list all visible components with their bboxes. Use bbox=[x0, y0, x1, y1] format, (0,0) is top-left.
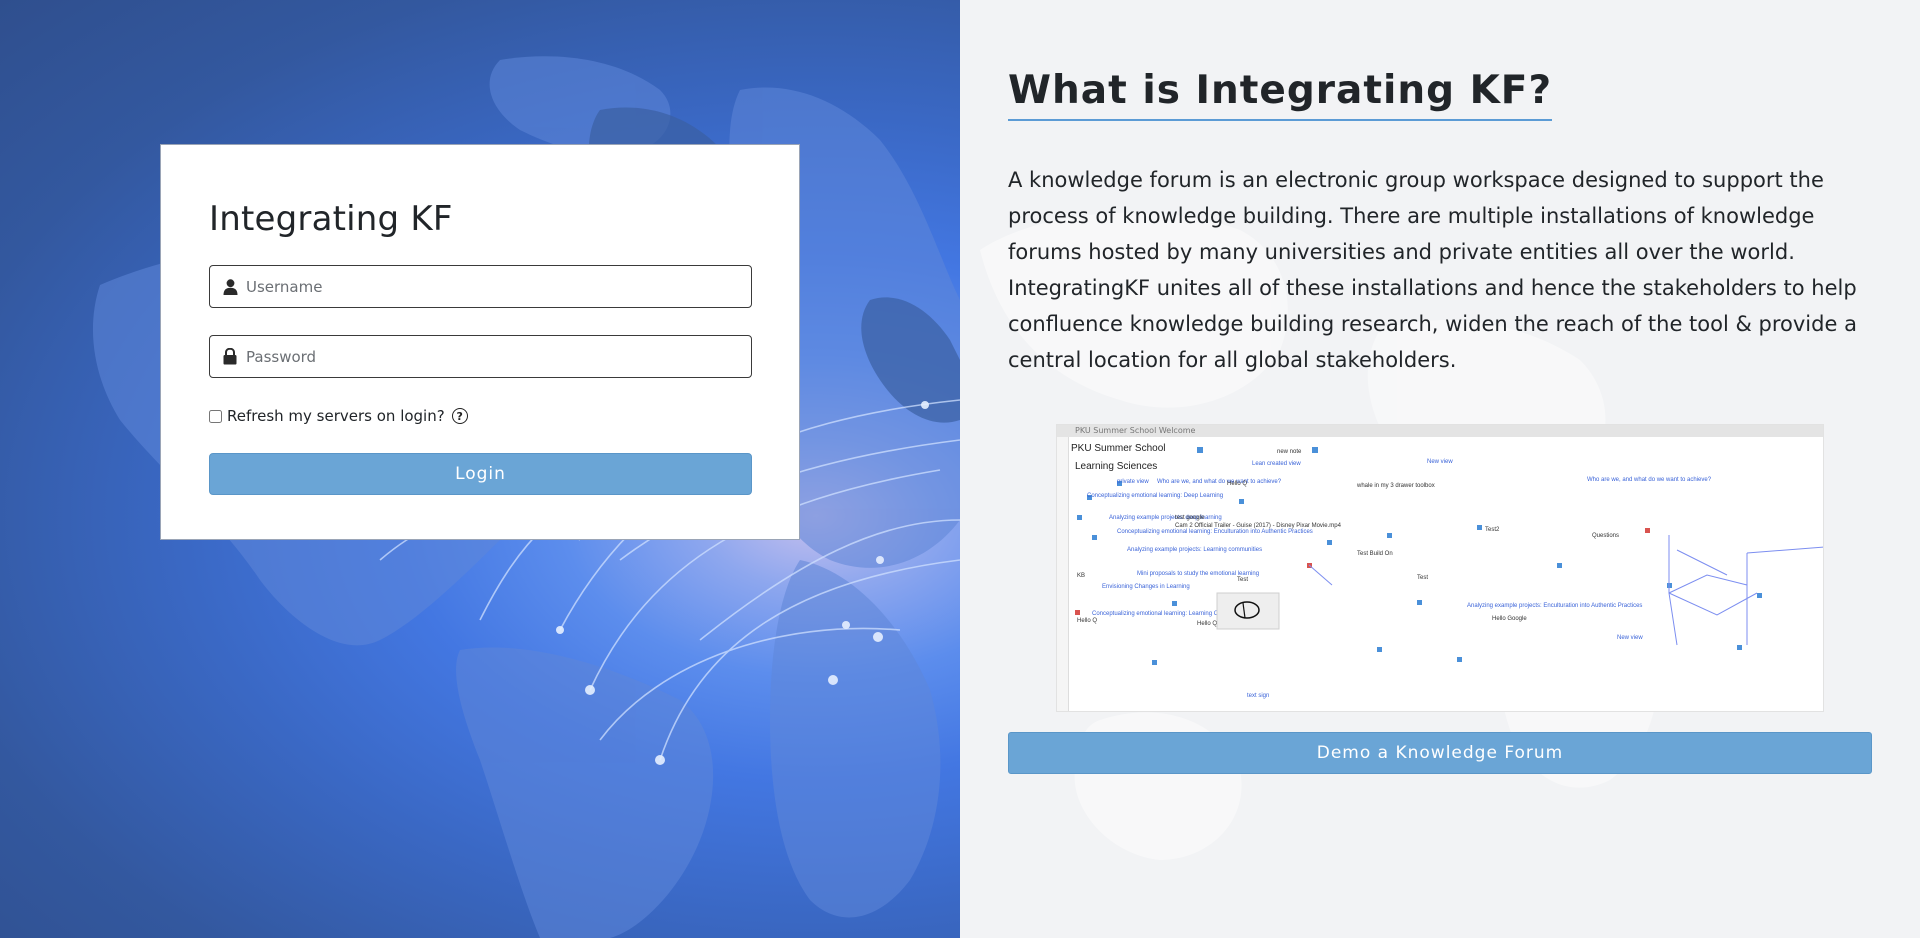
preview-view-subtitle: Learning Sciences bbox=[1075, 461, 1158, 472]
refresh-servers-checkbox[interactable] bbox=[209, 409, 222, 423]
svg-text:new note: new note bbox=[1277, 449, 1302, 455]
info-description: A knowledge forum is an electronic group… bbox=[1008, 168, 1857, 372]
svg-text:Mini proposals to study the em: Mini proposals to study the emotional le… bbox=[1137, 571, 1259, 577]
svg-text:Conceptualizing emotional lear: Conceptualizing emotional learning: Lear… bbox=[1092, 611, 1244, 617]
username-field[interactable] bbox=[209, 265, 752, 308]
svg-text:New view: New view bbox=[1617, 635, 1643, 641]
login-button[interactable]: Login bbox=[209, 453, 752, 495]
svg-text:Who are we, and what do we wan: Who are we, and what do we want to achie… bbox=[1157, 479, 1282, 485]
svg-text:Test Build On: Test Build On bbox=[1357, 551, 1393, 557]
demo-knowledge-forum-button[interactable]: Demo a Knowledge Forum bbox=[1008, 732, 1872, 774]
svg-text:test google: test google bbox=[1175, 515, 1205, 521]
preview-note-network: private view Who are we, and what do we w… bbox=[1075, 447, 1823, 699]
svg-text:whale in my 3 drawer toolbox: whale in my 3 drawer toolbox bbox=[1356, 483, 1435, 489]
username-input[interactable] bbox=[240, 266, 751, 307]
lock-icon bbox=[220, 348, 240, 365]
svg-text:Hello Q: Hello Q bbox=[1227, 481, 1247, 487]
svg-text:Analyzing example projects: En: Analyzing example projects: Enculturatio… bbox=[1467, 603, 1642, 609]
svg-text:Analyzing example projects: Le: Analyzing example projects: Learning com… bbox=[1127, 547, 1262, 553]
preview-toolbar bbox=[1057, 437, 1069, 711]
svg-text:Hello Q: Hello Q bbox=[1077, 618, 1097, 624]
svg-text:KB: KB bbox=[1077, 573, 1085, 579]
login-card: Integrating KF Refresh my servers on log… bbox=[160, 144, 800, 540]
svg-text:Questions: Questions bbox=[1592, 533, 1619, 539]
svg-text:private view: private view bbox=[1117, 479, 1149, 485]
password-field[interactable] bbox=[209, 335, 752, 378]
svg-text:Lean created view: Lean created view bbox=[1252, 461, 1301, 467]
user-icon bbox=[220, 278, 240, 295]
svg-text:Analyzing example projects: de: Analyzing example projects: deep learnin… bbox=[1109, 515, 1222, 521]
svg-text:Test: Test bbox=[1417, 575, 1428, 581]
svg-text:New view: New view bbox=[1427, 459, 1453, 465]
preview-topbar: PKU Summer School Welcome bbox=[1057, 425, 1823, 437]
svg-text:Envisioning Changes in Learnin: Envisioning Changes in Learning bbox=[1102, 584, 1190, 590]
svg-text:Who are we, and what do we wan: Who are we, and what do we want to achie… bbox=[1587, 477, 1712, 483]
info-panel: What is Integrating KF? A knowledge foru… bbox=[960, 0, 1920, 938]
question-circle-icon[interactable]: ? bbox=[451, 408, 468, 424]
refresh-servers-label[interactable]: Refresh my servers on login? bbox=[227, 407, 445, 425]
svg-text:Test2: Test2 bbox=[1485, 527, 1500, 533]
svg-text:Conceptualizing emotional lear: Conceptualizing emotional learning: Encu… bbox=[1117, 529, 1313, 535]
svg-text:text sign: text sign bbox=[1247, 693, 1269, 699]
svg-text:Hello Q: Hello Q bbox=[1197, 621, 1217, 627]
preview-view-title: PKU Summer School bbox=[1071, 443, 1166, 454]
knowledge-forum-preview-image: PKU Summer School Welcome PKU Summer Sch… bbox=[1056, 424, 1824, 712]
login-panel-background: Integrating KF Refresh my servers on log… bbox=[0, 0, 960, 938]
refresh-servers-row: Refresh my servers on login? ? bbox=[209, 405, 751, 427]
svg-text:Hello Google: Hello Google bbox=[1492, 616, 1527, 622]
svg-text:Conceptualizing emotional lear: Conceptualizing emotional learning: Deep… bbox=[1087, 493, 1223, 499]
login-title: Integrating KF bbox=[209, 199, 453, 239]
password-input[interactable] bbox=[240, 336, 751, 377]
svg-text:Test: Test bbox=[1237, 577, 1248, 583]
info-title: What is Integrating KF? bbox=[1008, 68, 1553, 121]
svg-text:Cam 2 Official Trailer - Guise: Cam 2 Official Trailer - Guise (2017) - … bbox=[1175, 523, 1342, 529]
